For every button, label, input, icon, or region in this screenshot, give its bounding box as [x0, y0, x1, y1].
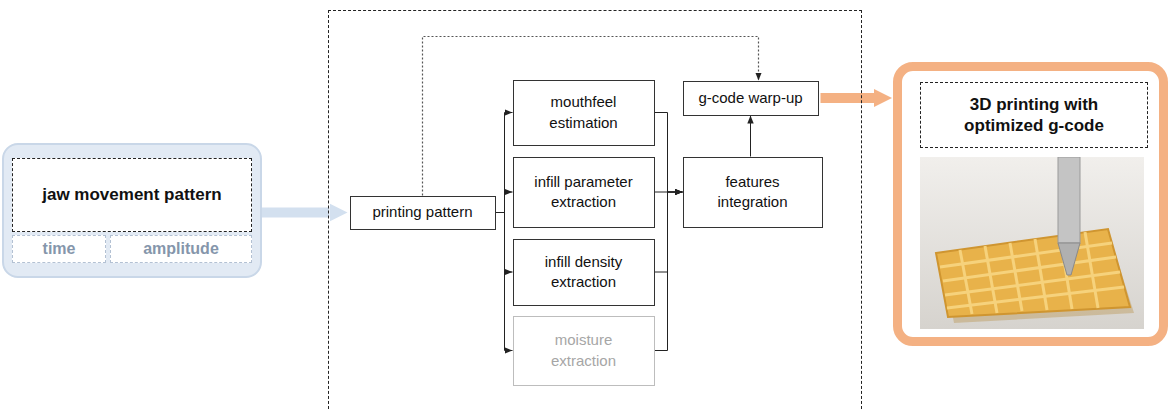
- photo-background: [920, 157, 1144, 329]
- process-box: features integration: [683, 157, 823, 228]
- process-box: infill density extraction: [513, 239, 655, 306]
- process-box: infill parameter extraction: [513, 157, 655, 228]
- flow-arrow: [496, 113, 513, 213]
- flow-arrow: [655, 192, 683, 272]
- node-label: time: [43, 240, 76, 258]
- waffle-grid: [940, 232, 1124, 314]
- node-label: infill parameter extraction: [522, 172, 646, 213]
- node-label: amplitude: [143, 240, 219, 258]
- disabled-process-box: moisture extraction: [513, 316, 655, 386]
- process-box: printing pattern: [350, 196, 496, 230]
- nozzle-tip: [1058, 243, 1080, 275]
- grid-line: [1035, 239, 1047, 310]
- flow-arrow: [655, 113, 683, 193]
- flow-arrow: [496, 192, 513, 213]
- nozzle-body: [1058, 157, 1080, 243]
- grid-line: [1085, 232, 1098, 308]
- printed-waffle: [936, 229, 1130, 317]
- input-field-box: time: [12, 235, 106, 263]
- flow-arrow: [655, 192, 683, 351]
- process-box: mouthfeel estimation: [513, 80, 655, 146]
- printing-photo: [920, 157, 1144, 329]
- flow-arrow: [750, 116, 751, 157]
- node-label: infill density extraction: [522, 252, 646, 293]
- output-panel: 3D printing with optimized g-code: [893, 62, 1168, 346]
- flow-arrow: [821, 93, 875, 103]
- grid-line: [947, 287, 1124, 308]
- node-label: features integration: [692, 172, 814, 213]
- input-panel: jaw movement pattern time amplitude: [2, 143, 262, 278]
- flow-arrow: [496, 213, 513, 351]
- node-label: moisture extraction: [522, 330, 646, 371]
- node-label: g-code warp-up: [698, 88, 802, 108]
- node-label: printing pattern: [372, 202, 472, 222]
- grid-line: [940, 243, 1112, 267]
- process-box: g-code warp-up: [683, 81, 819, 116]
- output-title-box: 3D printing with optimized g-code: [920, 82, 1148, 148]
- input-title-box: jaw movement pattern: [12, 158, 252, 232]
- node-label: 3D printing with optimized g-code: [929, 94, 1139, 137]
- node-label: jaw movement pattern: [42, 184, 222, 205]
- input-field-box: amplitude: [110, 235, 252, 263]
- pipeline-frame: printing pattern mouthfeel estimation infi…: [328, 10, 862, 410]
- node-label: mouthfeel estimation: [522, 92, 646, 133]
- flow-arrow: [262, 208, 330, 218]
